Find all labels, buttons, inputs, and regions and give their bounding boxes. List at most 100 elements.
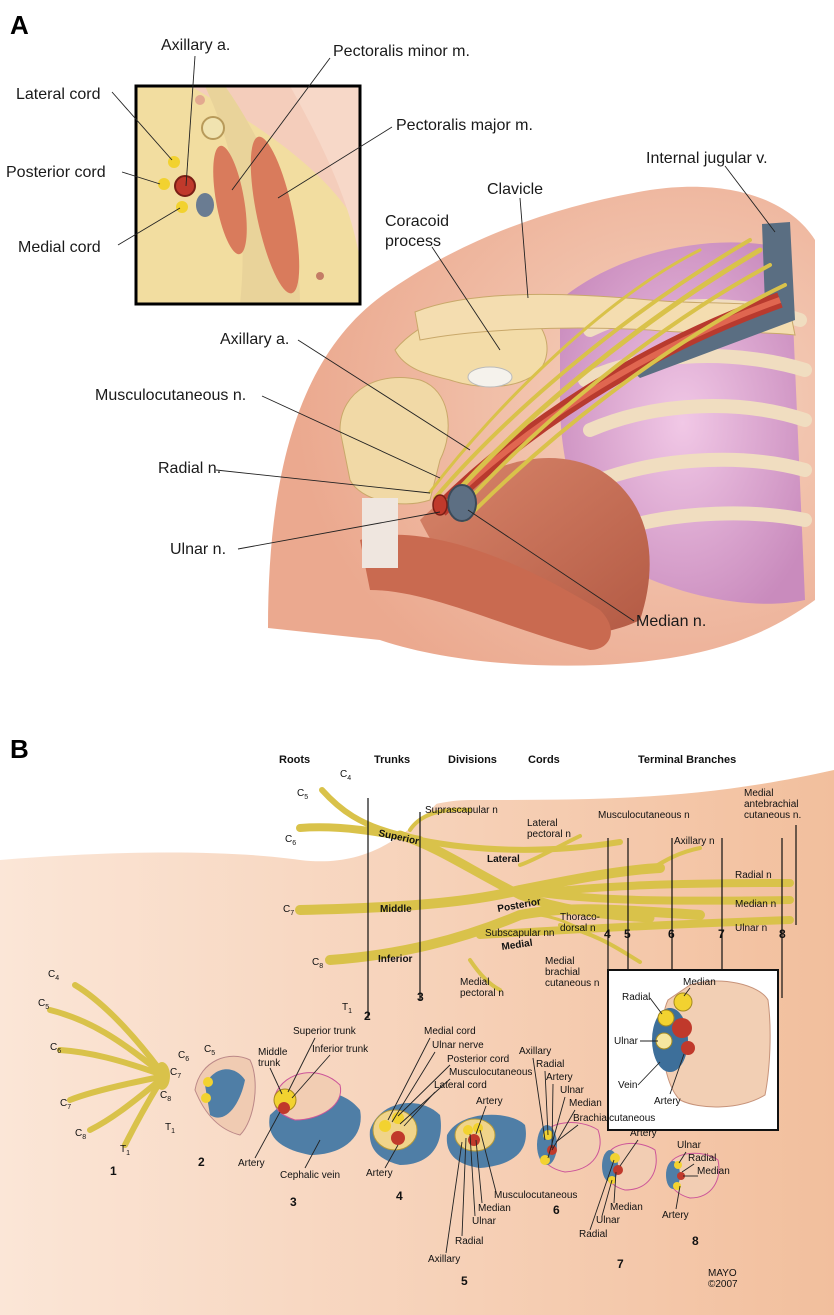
- svg-text:4: 4: [396, 1189, 403, 1203]
- svg-text:Medial cord: Medial cord: [424, 1026, 476, 1037]
- svg-text:Medial: Medial: [545, 956, 574, 967]
- svg-text:Ulnar: Ulnar: [560, 1085, 585, 1096]
- svg-text:Inferior trunk: Inferior trunk: [312, 1044, 369, 1055]
- label-pectoralis-minor: Pectoralis minor m.: [333, 43, 470, 60]
- svg-text:Ulnar nerve: Ulnar nerve: [432, 1040, 484, 1051]
- label-coracoid-line2: process: [385, 233, 441, 250]
- svg-text:6: 6: [668, 927, 675, 941]
- svg-text:trunk: trunk: [258, 1058, 281, 1069]
- label-coracoid-line1: Coracoid: [385, 213, 449, 230]
- label-clavicle: Clavicle: [487, 181, 543, 198]
- svg-text:Subscapular nn: Subscapular nn: [485, 928, 555, 939]
- svg-text:Lateral: Lateral: [527, 818, 558, 829]
- label-lateral-cord: Lateral cord: [16, 86, 101, 103]
- svg-text:Radial: Radial: [579, 1229, 607, 1240]
- svg-text:C5: C5: [297, 788, 308, 801]
- svg-text:Lateral cord: Lateral cord: [434, 1080, 487, 1091]
- svg-text:Ulnar: Ulnar: [614, 1036, 639, 1047]
- svg-text:brachial: brachial: [545, 967, 580, 978]
- svg-text:Musculocutaneous n: Musculocutaneous n: [598, 810, 690, 821]
- svg-text:Musculocutaneous: Musculocutaneous: [449, 1067, 532, 1078]
- svg-text:7: 7: [718, 927, 725, 941]
- svg-text:pectoral n: pectoral n: [527, 829, 571, 840]
- label-posterior-cord: Posterior cord: [6, 164, 106, 181]
- svg-text:Artery: Artery: [238, 1158, 265, 1169]
- svg-text:C6: C6: [285, 834, 296, 847]
- svg-text:8: 8: [779, 927, 786, 941]
- svg-text:Ulnar: Ulnar: [677, 1140, 702, 1151]
- svg-text:Vein: Vein: [618, 1080, 637, 1091]
- label-musculocutaneous: Musculocutaneous n.: [95, 387, 246, 404]
- arm-cross-section-inset: Median Radial Ulnar Vein Artery: [608, 970, 778, 1130]
- svg-text:3: 3: [417, 990, 424, 1004]
- svg-text:Radial n: Radial n: [735, 870, 772, 881]
- svg-text:Ulnar: Ulnar: [472, 1216, 497, 1227]
- svg-text:Radial: Radial: [455, 1236, 483, 1247]
- svg-text:Middle: Middle: [258, 1047, 288, 1058]
- svg-text:pectoral n: pectoral n: [460, 988, 504, 999]
- svg-text:Cephalic vein: Cephalic vein: [280, 1170, 340, 1181]
- svg-text:4: 4: [604, 927, 611, 941]
- svg-text:5: 5: [624, 927, 631, 941]
- svg-text:Radial: Radial: [688, 1153, 716, 1164]
- label-inferior-trunk: Inferior: [378, 954, 413, 965]
- svg-text:Artery: Artery: [366, 1168, 393, 1179]
- svg-text:Radial: Radial: [622, 992, 650, 1003]
- label-radial: Radial n.: [158, 460, 221, 477]
- svg-text:Ulnar: Ulnar: [596, 1215, 621, 1226]
- svg-text:Musculocutaneous: Musculocutaneous: [494, 1190, 577, 1201]
- svg-text:MAYO: MAYO: [708, 1268, 737, 1279]
- svg-text:Median: Median: [610, 1202, 643, 1213]
- svg-text:8: 8: [692, 1234, 699, 1248]
- label-median: Median n.: [636, 613, 706, 630]
- svg-text:2: 2: [364, 1009, 371, 1023]
- label-middle-trunk: Middle: [380, 904, 412, 915]
- svg-text:Artery: Artery: [546, 1072, 573, 1083]
- svg-text:Median: Median: [569, 1098, 602, 1109]
- header-terminal-branches: Terminal Branches: [638, 754, 736, 766]
- svg-text:©2007: ©2007: [708, 1279, 738, 1290]
- svg-text:Artery: Artery: [476, 1096, 503, 1107]
- svg-text:Posterior cord: Posterior cord: [447, 1054, 509, 1065]
- svg-text:Artery: Artery: [654, 1096, 681, 1107]
- header-divisions: Divisions: [448, 754, 497, 766]
- svg-text:Ulnar n: Ulnar n: [735, 923, 767, 934]
- header-roots: Roots: [279, 754, 310, 766]
- svg-text:cutaneous n: cutaneous n: [545, 978, 600, 989]
- svg-text:2: 2: [198, 1155, 205, 1169]
- svg-text:6: 6: [553, 1203, 560, 1217]
- svg-text:7: 7: [617, 1257, 624, 1271]
- copyright-credit: MAYO ©2007: [708, 1268, 738, 1290]
- svg-text:Median: Median: [478, 1203, 511, 1214]
- svg-text:1: 1: [110, 1164, 117, 1178]
- svg-text:Radial: Radial: [536, 1059, 564, 1070]
- header-cords: Cords: [528, 754, 560, 766]
- axillary-cross-section-inset: [136, 86, 360, 304]
- svg-text:Axillary n: Axillary n: [674, 836, 715, 847]
- svg-text:Artery: Artery: [630, 1128, 657, 1139]
- svg-text:3: 3: [290, 1195, 297, 1209]
- svg-text:Median n: Median n: [735, 899, 776, 910]
- label-axillary-a: Axillary a.: [220, 331, 289, 348]
- svg-text:Axillary: Axillary: [519, 1046, 551, 1057]
- svg-text:dorsal n: dorsal n: [560, 923, 596, 934]
- svg-text:cutaneous n.: cutaneous n.: [744, 810, 801, 821]
- label-inset-axillary-a: Axillary a.: [161, 37, 230, 54]
- label-internal-jugular: Internal jugular v.: [646, 150, 768, 167]
- svg-text:Median: Median: [697, 1166, 730, 1177]
- svg-text:Suprascapular n: Suprascapular n: [425, 805, 498, 816]
- svg-text:Median: Median: [683, 977, 716, 988]
- label-medial-cord: Medial cord: [18, 239, 101, 256]
- label-lateral-cord-b: Lateral: [487, 854, 520, 865]
- svg-text:5: 5: [461, 1274, 468, 1288]
- svg-text:Superior trunk: Superior trunk: [293, 1026, 357, 1037]
- svg-text:Thoraco-: Thoraco-: [560, 912, 600, 923]
- header-trunks: Trunks: [374, 754, 410, 766]
- label-pectoralis-major: Pectoralis major m.: [396, 117, 533, 134]
- label-ulnar: Ulnar n.: [170, 541, 226, 558]
- panel-a-letter: A: [10, 10, 29, 40]
- svg-text:Artery: Artery: [662, 1210, 689, 1221]
- svg-text:Medial: Medial: [460, 977, 489, 988]
- panel-b-letter: B: [10, 734, 29, 764]
